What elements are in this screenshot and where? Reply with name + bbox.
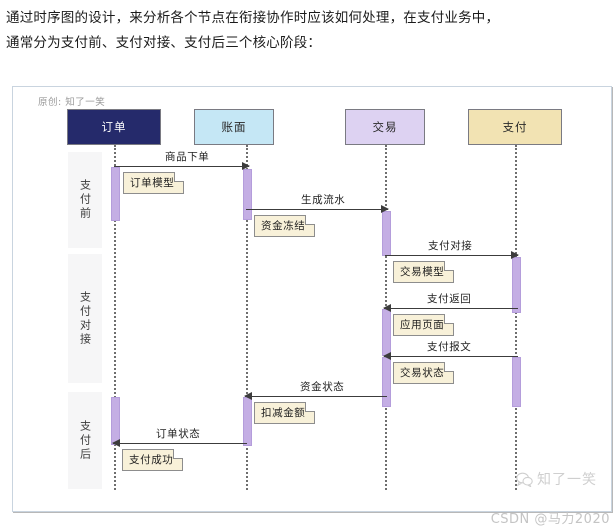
note-box-4: 应用页面 [393, 314, 455, 336]
actor-label: 订单 [101, 120, 127, 134]
activation-bar-订单-1 [111, 167, 120, 221]
message-arrow-6 [244, 392, 387, 400]
actor-box-交易[interactable]: 交易 [345, 109, 425, 145]
activation-bar-支付-4 [512, 257, 521, 313]
note-box-2: 资金冻结 [254, 215, 316, 237]
intro-line-2: 通常分为支付前、支付对接、支付后三个核心阶段： [6, 35, 322, 51]
actor-label: 交易 [372, 120, 398, 134]
intro-paragraph: 通过时序图的设计，来分析各个节点在衔接协作时应该如何处理，在支付业务中， 通常分… [6, 6, 610, 56]
sequence-diagram-card: 原创: 知了一笑 支付前支付对接支付后 商品下单生成流水支付对接支付返回支付报文… [12, 86, 612, 512]
note-box-6: 扣减金额 [254, 402, 316, 424]
lifeline-账面 [246, 145, 248, 490]
lifeline-订单 [114, 145, 116, 490]
origin-credit: 原创: 知了一笑 [38, 97, 106, 108]
message-label-6: 资金状态 [300, 381, 345, 393]
message-label-7: 订单状态 [156, 428, 201, 440]
actor-box-账面[interactable]: 账面 [194, 109, 274, 145]
message-arrow-3 [385, 251, 519, 259]
phase-label: 支付前 [78, 179, 92, 221]
message-arrow-2 [246, 205, 389, 213]
note-box-1: 订单模型 [123, 172, 185, 194]
wechat-bubble-icon [516, 472, 533, 487]
message-label-3: 支付对接 [428, 240, 473, 252]
actor-box-支付[interactable]: 支付 [468, 109, 562, 145]
brand-watermark: 知了一笑 [516, 469, 597, 489]
message-label-1: 商品下单 [165, 151, 210, 163]
activation-bar-账面-8 [243, 397, 252, 446]
csdn-watermark: CSDN @马力2020 [490, 512, 610, 527]
activation-bar-交易-3 [382, 211, 391, 256]
message-label-5: 支付报文 [427, 341, 472, 353]
phase-block-2: 支付对接 [68, 254, 102, 383]
phase-block-3: 支付后 [68, 392, 102, 489]
phase-label: 支付对接 [78, 290, 92, 347]
lifeline-支付 [515, 145, 517, 490]
activation-bar-账面-2 [243, 169, 252, 220]
actor-label: 支付 [502, 120, 528, 134]
message-label-4: 支付返回 [427, 293, 472, 305]
message-arrow-1 [114, 162, 250, 170]
message-label-2: 生成流水 [301, 194, 346, 206]
message-arrow-7 [112, 439, 247, 447]
message-arrow-4 [383, 304, 518, 312]
note-box-7: 支付成功 [122, 449, 184, 471]
phase-block-1: 支付前 [68, 152, 102, 248]
brand-watermark-text: 知了一笑 [537, 472, 597, 488]
intro-line-1: 通过时序图的设计，来分析各个节点在衔接协作时应该如何处理，在支付业务中， [6, 10, 500, 26]
note-box-3: 交易模型 [393, 261, 455, 283]
note-box-5: 交易状态 [393, 362, 455, 384]
actor-box-订单[interactable]: 订单 [67, 109, 161, 145]
activation-bar-交易-5 [382, 309, 391, 356]
activation-bar-支付-6 [512, 357, 521, 407]
phase-label: 支付后 [78, 419, 92, 462]
activation-bar-交易-7 [382, 357, 391, 407]
activation-bar-订单-9 [111, 397, 120, 445]
actor-label: 账面 [221, 120, 247, 134]
message-arrow-5 [383, 352, 518, 360]
